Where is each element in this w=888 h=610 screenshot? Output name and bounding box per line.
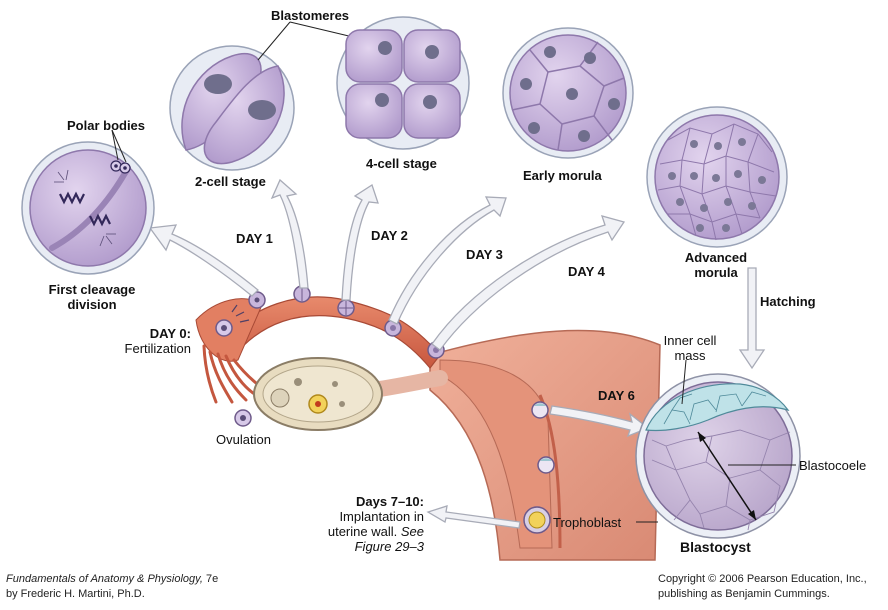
label-blastomeres: Blastomeres	[271, 8, 350, 23]
uterine-cavity	[439, 359, 553, 549]
label-implantation-line2: uterine wall. See	[318, 524, 424, 539]
label-4-cell-stage: 4-cell stage	[366, 156, 437, 171]
label-advanced-morula: Advanced morula	[664, 250, 768, 280]
label-first-cleavage-line1: First cleavage	[48, 282, 136, 297]
arrow-implantation	[426, 505, 521, 529]
label-days7-10: Days 7–10: Implantation in uterine wall.…	[318, 494, 424, 554]
label-days7-10-title: Days 7–10:	[356, 494, 424, 509]
credit-book: Fundamentals of Anatomy & Physiology, 7e	[6, 572, 218, 586]
label-day0-title: DAY 0:	[149, 326, 191, 341]
label-inner-cell-line2: mass	[674, 348, 706, 363]
blastocoele-arrow	[697, 431, 757, 521]
arrow-hatching	[738, 267, 766, 370]
label-implantation-text: uterine wall.	[327, 524, 398, 539]
arrow-early-morula	[388, 196, 507, 325]
arrow-advanced-morula	[431, 215, 626, 351]
label-ovulation: Ovulation	[216, 432, 271, 447]
reproductive-tract	[195, 296, 661, 561]
label-blastocyst: Blastocyst	[680, 539, 751, 555]
leader-inner-cell	[681, 359, 687, 405]
label-implantation-see: See	[400, 524, 424, 539]
label-hatching: Hatching	[760, 294, 816, 309]
arrow-4-cell	[341, 183, 379, 301]
early-morula	[502, 27, 634, 159]
credit-copyright-2: publishing as Benjamin Cummings.	[658, 588, 830, 600]
advanced-morula	[646, 106, 788, 248]
credit-edition: 7e	[205, 573, 219, 585]
label-day0: DAY 0: Fertilization	[119, 326, 191, 356]
label-inner-cell-line1: Inner cell	[663, 333, 717, 348]
arrow-first-cleavage	[148, 224, 259, 297]
label-blastocoele: Blastocoele	[799, 458, 867, 473]
credit-copyright-1: Copyright © 2006 Pearson Education, Inc.…	[658, 573, 867, 585]
label-day3: DAY 3	[466, 247, 503, 262]
label-trophoblast: Trophoblast	[553, 515, 622, 530]
blastocyst	[635, 373, 801, 539]
label-2-cell-stage: 2-cell stage	[195, 174, 266, 189]
label-first-cleavage-line2: division	[67, 297, 117, 312]
first-cleavage-cell	[21, 141, 155, 275]
label-advanced-line2: morula	[694, 265, 738, 280]
label-fertilization: Fertilization	[124, 341, 191, 356]
arrow-day6	[549, 405, 650, 438]
label-first-cleavage: First cleavage division	[22, 282, 162, 312]
label-day4: DAY 4	[568, 264, 605, 279]
label-implantation-line3: Figure 29–3	[354, 539, 424, 554]
label-implantation-line1: Implantation in	[339, 509, 424, 524]
stage-arrows	[148, 178, 766, 529]
two-cell-stage	[169, 45, 295, 171]
label-advanced-line1: Advanced	[684, 250, 748, 265]
label-polar-bodies: Polar bodies	[67, 118, 146, 133]
credit-book-title: Fundamentals of Anatomy & Physiology,	[6, 573, 203, 585]
credit-author: by Frederic H. Martini, Ph.D.	[6, 588, 145, 600]
label-day1: DAY 1	[236, 231, 273, 246]
leader-polar-bodies	[111, 129, 119, 161]
leader-blastomeres	[257, 21, 291, 61]
four-cell-stage	[336, 16, 470, 150]
label-day6: DAY 6	[598, 388, 635, 403]
label-inner-cell-mass: Inner cell mass	[652, 333, 728, 363]
label-early-morula: Early morula	[523, 168, 602, 183]
arrow-2-cell	[270, 178, 309, 289]
label-day2: DAY 2	[371, 228, 408, 243]
